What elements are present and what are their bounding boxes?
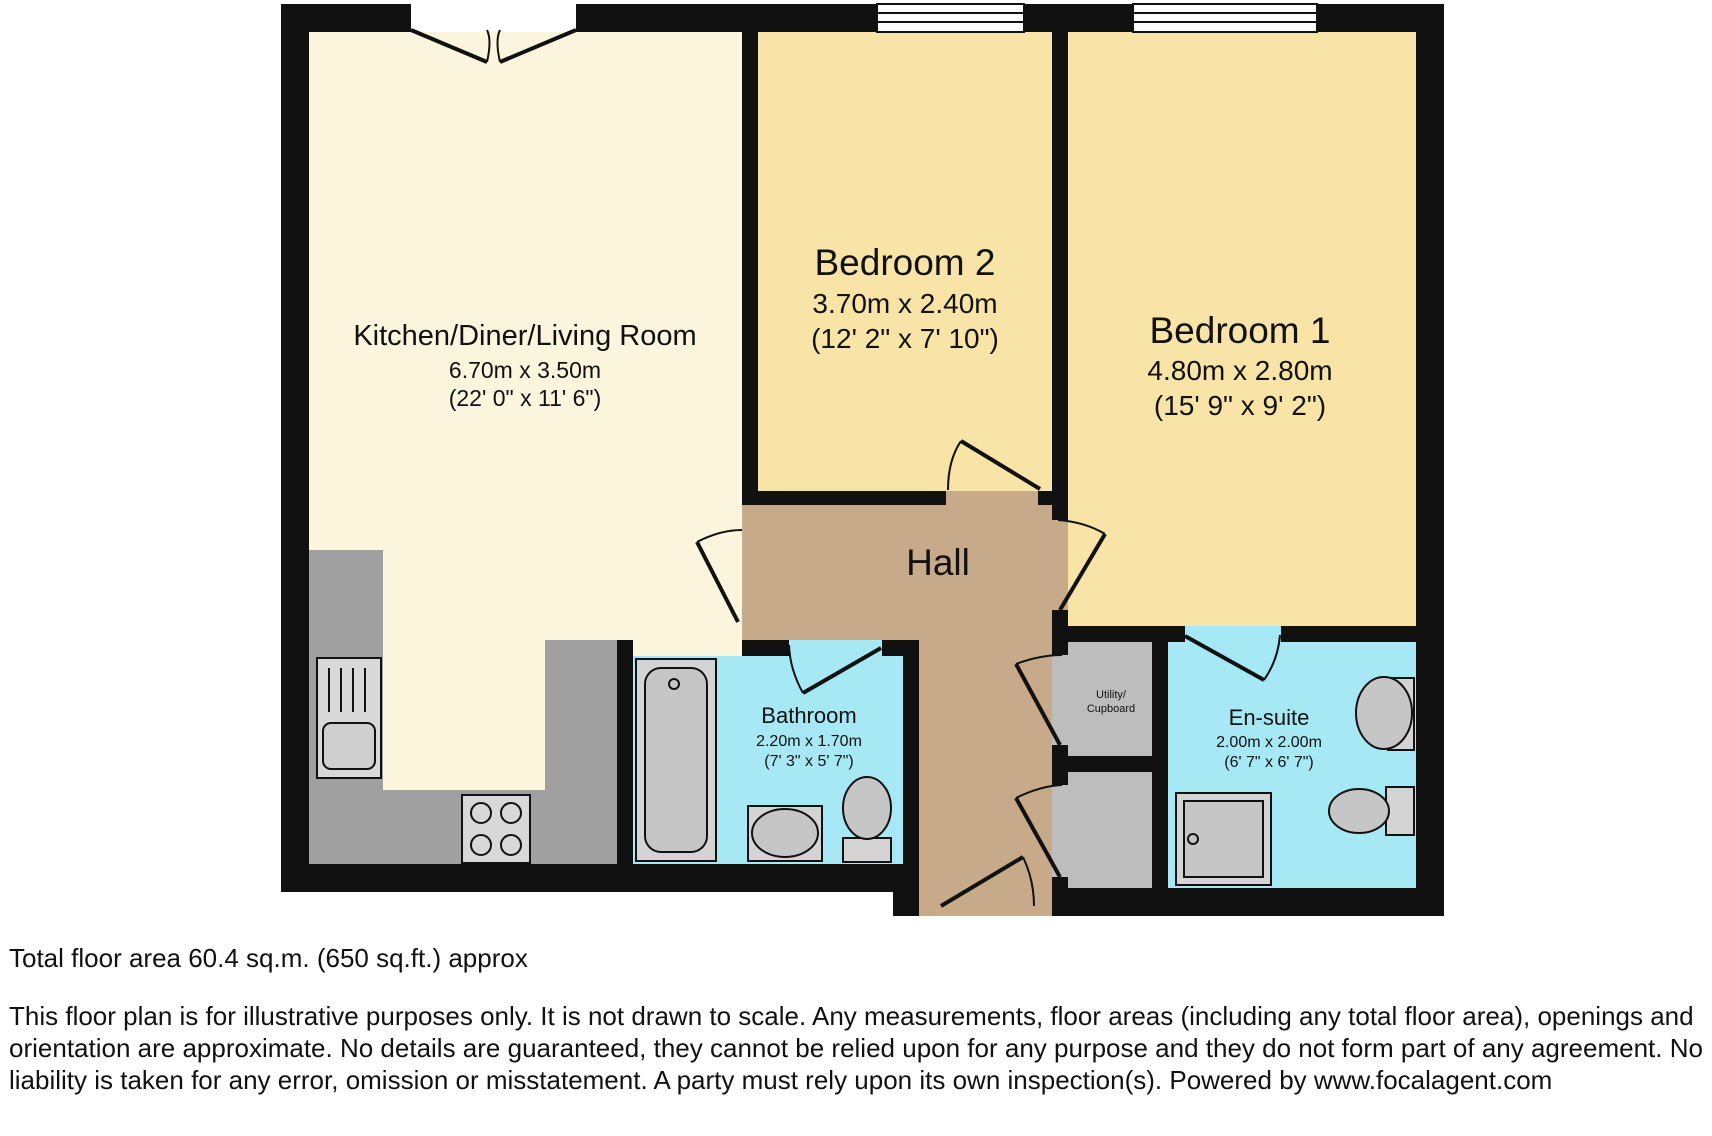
toilet-icon bbox=[842, 776, 892, 863]
bedroom-1-window bbox=[1132, 3, 1318, 33]
ensuite-toilet-icon bbox=[1328, 786, 1415, 836]
bath-icon bbox=[635, 658, 717, 862]
shower-tray-icon bbox=[1175, 792, 1272, 886]
washbasin-icon bbox=[747, 805, 823, 862]
french-door-arc-left bbox=[486, 29, 491, 63]
bathroom-name: Bathroom bbox=[761, 703, 856, 728]
french-door-arc-right bbox=[496, 29, 501, 63]
hall-floor bbox=[742, 505, 1052, 640]
utility-label-line2: Cupboard bbox=[1087, 703, 1135, 715]
bedroom-2-window bbox=[876, 3, 1025, 33]
bathroom-kitchen-wall bbox=[617, 640, 633, 864]
cupboard-floor bbox=[1068, 772, 1152, 888]
ensuite-imperial: (6' 7" x 6' 7") bbox=[1224, 754, 1314, 771]
worktop-right bbox=[545, 640, 617, 864]
bathroom-imperial: (7' 3" x 5' 7") bbox=[764, 753, 854, 770]
floor-plan: Kitchen/Diner/Living Room 6.70m x 3.50m … bbox=[281, 3, 1444, 922]
ensuite-washbasin-icon bbox=[1355, 676, 1415, 751]
ensuite-name: En-suite bbox=[1229, 705, 1310, 730]
disclaimer-text: This floor plan is for illustrative purp… bbox=[9, 1001, 1703, 1095]
front-door bbox=[938, 855, 1035, 916]
french-door-left bbox=[410, 28, 488, 64]
bedroom-2-door bbox=[946, 439, 1042, 505]
total-floor-area: Total floor area 60.4 sq.m. (650 sq.ft.)… bbox=[9, 943, 528, 973]
bedroom-2-metric: 3.70m x 2.40m bbox=[812, 288, 997, 319]
utility-label-line1: Utility/ bbox=[1096, 689, 1127, 701]
bedroom-1-door bbox=[1052, 519, 1107, 612]
bedroom-2-imperial: (12' 2" x 7' 10") bbox=[811, 323, 999, 354]
cupboard-door bbox=[1014, 784, 1068, 878]
kitchen-imperial: (22' 0" x 11' 6") bbox=[449, 385, 602, 411]
outline-notch bbox=[281, 892, 893, 922]
french-door-right bbox=[499, 28, 577, 64]
hall-corridor-floor bbox=[919, 640, 1052, 916]
ensuite-metric: 2.00m x 2.00m bbox=[1216, 734, 1322, 751]
kitchen-door bbox=[695, 529, 758, 623]
kitchen-name: Kitchen/Diner/Living Room bbox=[353, 320, 696, 352]
bedroom-2-name: Bedroom 2 bbox=[815, 242, 996, 283]
sink-icon bbox=[316, 657, 382, 779]
hall-name: Hall bbox=[906, 542, 970, 583]
bedroom-1-imperial: (15' 9" x 9' 2") bbox=[1154, 390, 1326, 421]
bedroom-1-floor bbox=[1068, 32, 1416, 626]
utility-cupboard-floor bbox=[1068, 642, 1152, 756]
bedroom-1-name: Bedroom 1 bbox=[1150, 310, 1331, 351]
hob-icon bbox=[461, 794, 531, 864]
entrance-door-opening bbox=[411, 4, 576, 32]
bathroom-metric: 2.20m x 1.70m bbox=[756, 733, 862, 750]
bedroom-1-metric: 4.80m x 2.80m bbox=[1147, 355, 1332, 386]
bedroom-2-floor bbox=[758, 32, 1052, 491]
bathroom-door bbox=[788, 640, 882, 695]
kitchen-metric: 6.70m x 3.50m bbox=[449, 357, 601, 383]
utility-door bbox=[1014, 654, 1068, 746]
ensuite-door bbox=[1184, 626, 1281, 682]
